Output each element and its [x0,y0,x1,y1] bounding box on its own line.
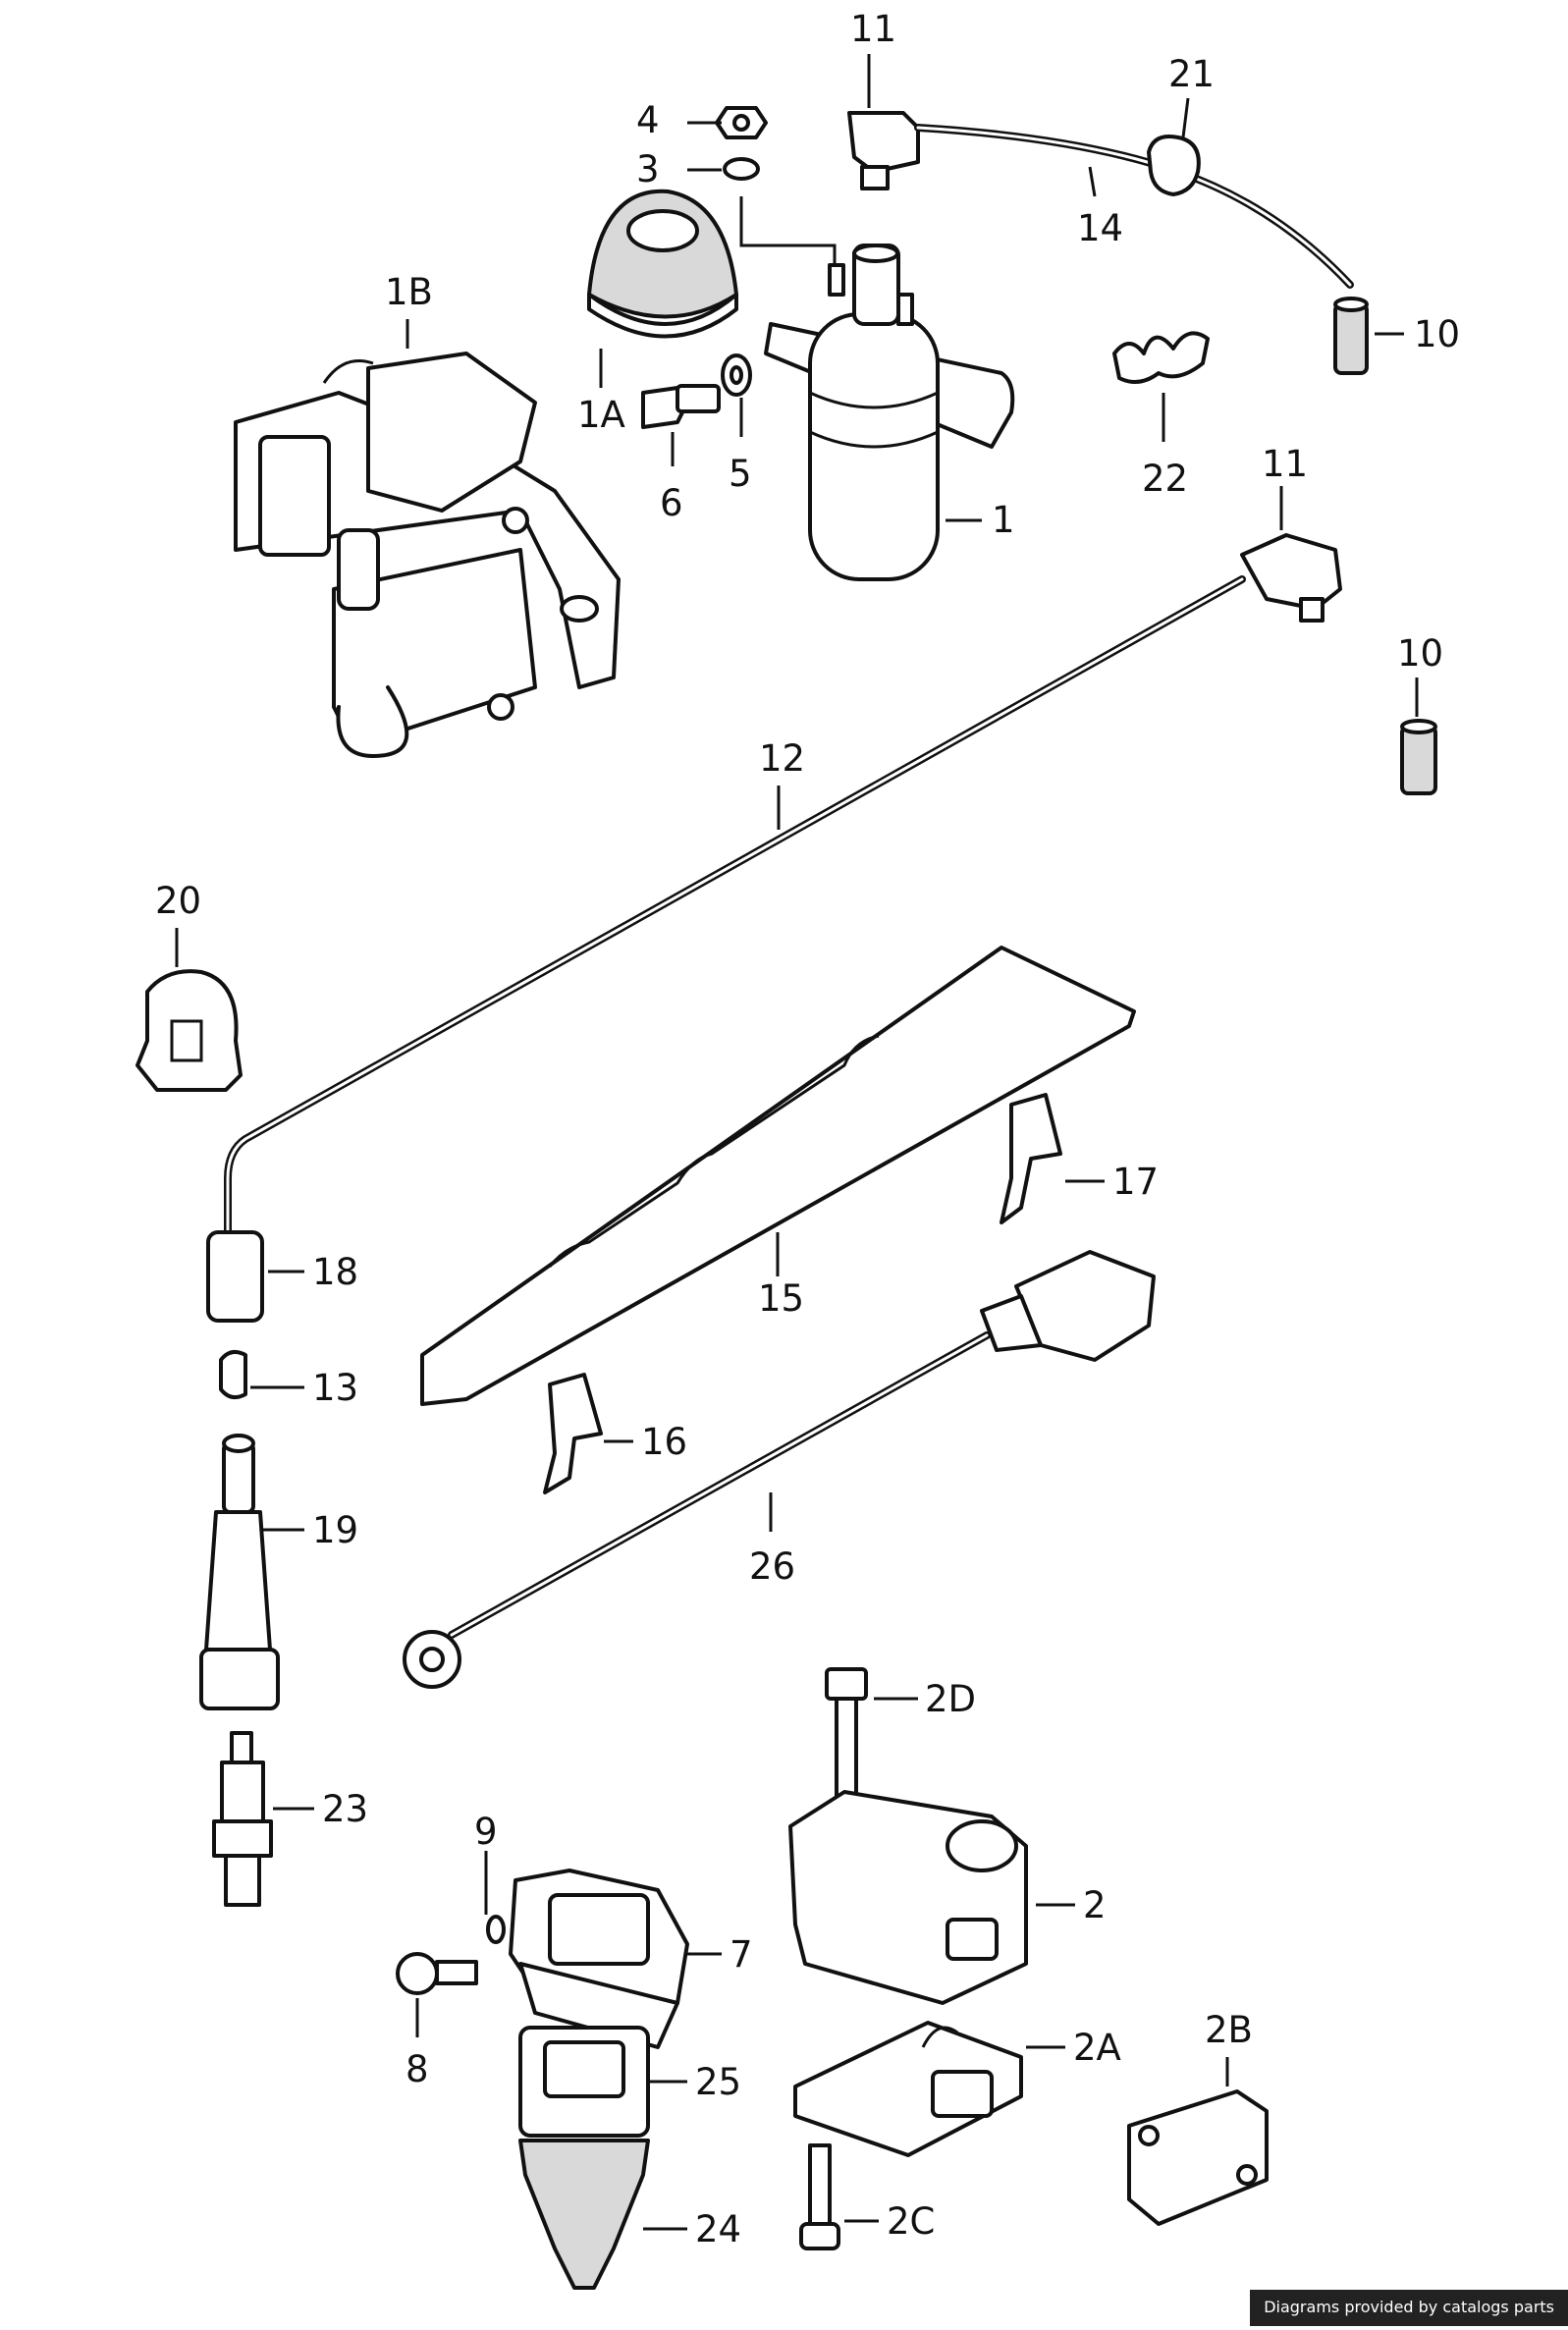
retaining-clip-part [135,969,243,1092]
callout-18: 18 [312,1251,358,1293]
callout-2d: 2D [925,1678,976,1720]
clip-13-part [219,1349,247,1400]
wire-holder-part [1112,331,1210,384]
bracket-2b-part [1127,2089,1269,2226]
callout-4: 4 [636,99,660,141]
callout-21: 21 [1168,53,1215,95]
bolt-part [641,384,721,429]
bracket-lower-part [543,1373,603,1494]
screw-2c-part [799,2143,840,2250]
callout-2c: 2C [887,2200,935,2243]
callout-11-right: 11 [1262,443,1308,485]
callout-11-top: 11 [850,8,896,50]
callout-13: 13 [312,1367,358,1409]
callout-25: 25 [695,2061,741,2103]
callout-6: 6 [660,482,683,524]
callout-15: 15 [758,1277,804,1320]
ignition-coil-part [764,244,1015,581]
callout-2b: 2B [1205,2009,1253,2051]
coil-pack-2-part [788,1790,1028,2005]
leader-lines [175,54,1419,2231]
module-2a-part [793,2021,1023,2157]
wire-clip-part [1147,135,1201,196]
callout-labels: 4 3 1A 6 5 1 1B 11 21 14 10 22 11 10 12 … [155,8,1460,2250]
callout-22: 22 [1142,458,1188,500]
callout-26: 26 [749,1545,795,1588]
boot-24-part [518,2139,650,2290]
bracket-upper-part [1000,1093,1062,1224]
callout-9: 9 [474,1811,498,1853]
callout-14: 14 [1077,207,1123,249]
washer-part [721,353,752,397]
callout-1a: 1A [577,394,625,436]
plug-connector-top-part [847,111,920,190]
callout-2a: 2A [1073,2027,1121,2069]
control-unit-7-part [509,1869,689,2049]
o-ring-9-part [486,1915,506,1944]
plug-boot-18-part [206,1230,264,1323]
callout-20: 20 [155,880,201,922]
spark-plug-connector-19-part [199,1434,280,1710]
ignition-wire-14-part [914,124,1354,289]
sensor-lead-26-part [403,1250,1156,1689]
callout-8: 8 [406,2048,429,2090]
coil-cap-part [587,189,738,339]
plug-connector-right-part [1240,533,1342,623]
lock-washer-part [723,157,760,181]
callout-17: 17 [1112,1161,1159,1203]
callout-1b: 1B [385,271,433,313]
suppressor-top-part [1333,297,1369,375]
connector-25-part [518,2026,650,2138]
callout-2: 2 [1083,1884,1107,1926]
nut-part [715,106,768,139]
callout-5: 5 [729,453,752,495]
ignition-lead-12-part [224,575,1246,1236]
ignition-module-part [234,352,621,758]
callout-16: 16 [641,1421,687,1463]
callout-1: 1 [992,499,1015,541]
callout-10-right: 10 [1397,632,1443,675]
callout-24: 24 [695,2208,741,2250]
screw-8-part [396,1952,478,1995]
callout-3: 3 [636,148,660,190]
callout-10-top: 10 [1414,313,1460,355]
callout-7: 7 [730,1933,753,1976]
spark-plug-23-part [212,1731,273,1907]
callout-19: 19 [312,1509,358,1551]
callout-23: 23 [322,1788,368,1830]
suppressor-right-part [1400,719,1437,795]
credit-badge: Diagrams provided by catalogs parts [1250,2290,1568,2326]
callout-12: 12 [759,737,805,780]
cover-strip-part [420,946,1136,1406]
